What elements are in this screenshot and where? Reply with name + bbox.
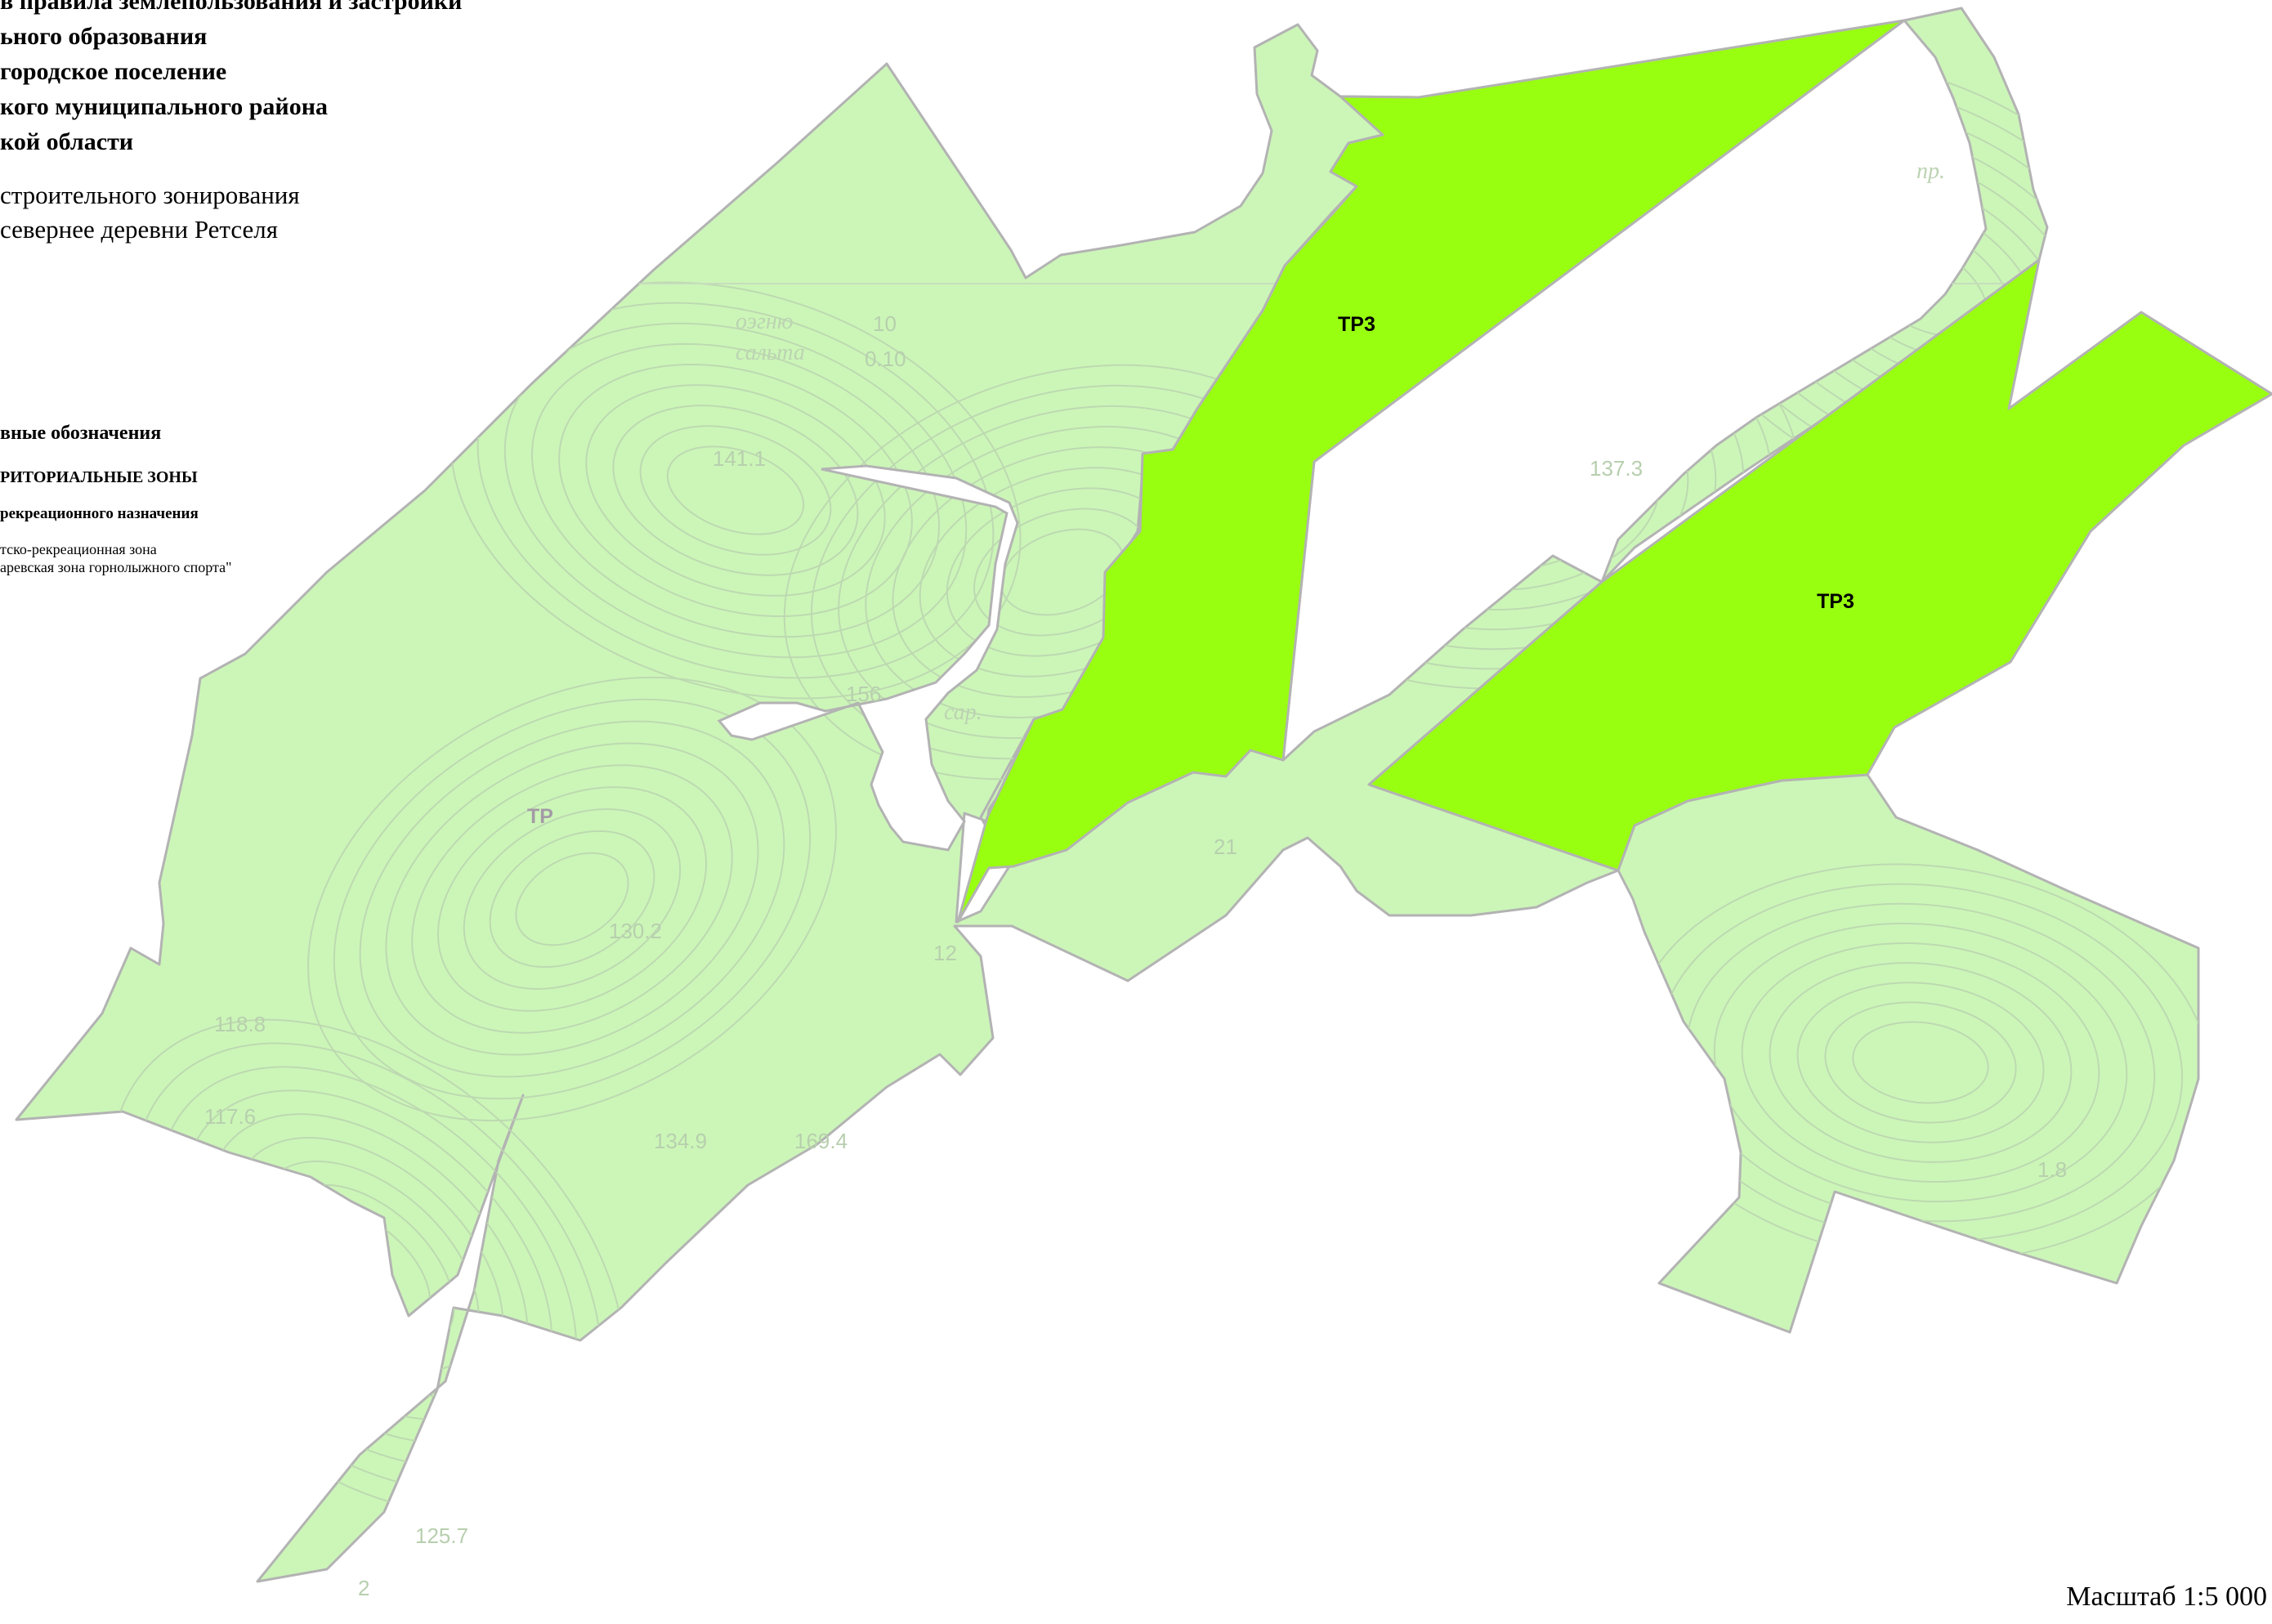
elevation-mark: 156	[846, 682, 881, 706]
elevation-mark: 2	[358, 1576, 369, 1600]
contour-line	[411, 764, 733, 1034]
legend-heading: вные обозначения	[0, 423, 162, 444]
elevation-mark: 0.10	[865, 347, 906, 371]
elevation-mark: 10	[873, 311, 897, 336]
elevation-mark: 134.9	[654, 1129, 707, 1153]
contour-line	[1824, 1001, 2017, 1124]
elevation-mark: 141.1	[713, 446, 766, 471]
contour-line	[1796, 982, 2045, 1143]
zone-tr3-lower-label: ТР3	[1817, 590, 1854, 613]
elevation-mark: 125.7	[415, 1523, 468, 1548]
legend-item: тско-рекреационная зона	[0, 541, 157, 557]
topo-word: оэгню	[736, 309, 794, 334]
contour-line	[1713, 922, 2128, 1203]
zone-tr3-upper-label: ТР3	[1338, 313, 1375, 336]
elevation-mark: 1.8	[2037, 1157, 2067, 1182]
title-line: в правила землепользования и застройки	[0, 0, 463, 15]
contour-line	[307, 676, 837, 1122]
contour-line	[639, 425, 832, 556]
contour-line	[1769, 962, 2073, 1163]
contour-line	[1852, 1021, 1989, 1104]
elevation-mark: 169.4	[794, 1129, 848, 1153]
legend-item: аревская зона горнолыжного спорта"	[0, 559, 232, 575]
contour-line	[585, 384, 886, 597]
title-line: городское поселение	[0, 58, 227, 85]
map-title: в правила землепользования и застройки ь…	[0, 0, 462, 159]
contour-line	[359, 720, 785, 1078]
map-scale: Масштаб 1:5 000	[2066, 1581, 2267, 1612]
legend-items: тско-рекреационная зона аревская зона го…	[0, 540, 231, 576]
contour-line	[333, 698, 812, 1100]
subtitle-line: севернее деревни Ретселя	[0, 215, 278, 244]
contour-line	[385, 742, 759, 1056]
title-line: кой области	[0, 128, 134, 155]
legend-subheading: РИТОРИАЛЬНЫЕ ЗОНЫ	[0, 468, 198, 486]
elevation-marks: 141.1 137.3 130.2 118.8 117.6 134.9 169.…	[204, 311, 2067, 1600]
contour-line	[1390, 409, 1634, 571]
elevation-mark: 130.2	[609, 919, 662, 943]
contour-line	[503, 322, 968, 659]
topo-words: оэгню сальта сар. пр.	[736, 159, 1945, 725]
contour-line	[437, 786, 707, 1012]
topo-word: сар.	[944, 700, 982, 725]
topo-word: сальта	[736, 340, 805, 365]
contour-line	[558, 363, 913, 618]
map-legend: вные обозначения РИТОРИАЛЬНЫЕ ЗОНЫ рекре…	[0, 421, 231, 576]
zone-tp-area	[717, 464, 1019, 852]
zone-tp-label: ТР	[527, 805, 553, 828]
title-line: кого муниципального района	[0, 93, 329, 120]
contour-line	[612, 405, 859, 576]
legend-group: рекреационного назначения	[0, 505, 199, 522]
title-line: ьного образования	[0, 23, 208, 50]
elevation-mark: 21	[1214, 834, 1237, 859]
map-subtitle: строительного зонирования севернее дерев…	[0, 178, 300, 247]
contour-line	[1741, 942, 2100, 1183]
elevation-mark: 117.6	[204, 1104, 256, 1129]
elevation-mark: 137.3	[1590, 456, 1643, 481]
subtitle-line: строительного зонирования	[0, 181, 300, 209]
contour-line	[489, 830, 655, 969]
topo-word: пр.	[1916, 159, 1945, 184]
excluded-area	[717, 464, 1019, 852]
contour-line	[666, 445, 805, 535]
contour-line	[463, 808, 682, 990]
contour-line	[530, 342, 941, 638]
contour-line	[1446, 449, 1578, 532]
zone-tr3-lower-polygon[interactable]	[1367, 258, 2272, 872]
zone-tr3-upper-polygon[interactable]	[956, 19, 1906, 924]
contour-line	[515, 852, 629, 946]
contour-line	[1418, 429, 1606, 552]
elevation-mark: 118.8	[214, 1012, 266, 1036]
elevation-mark: 12	[933, 941, 957, 965]
